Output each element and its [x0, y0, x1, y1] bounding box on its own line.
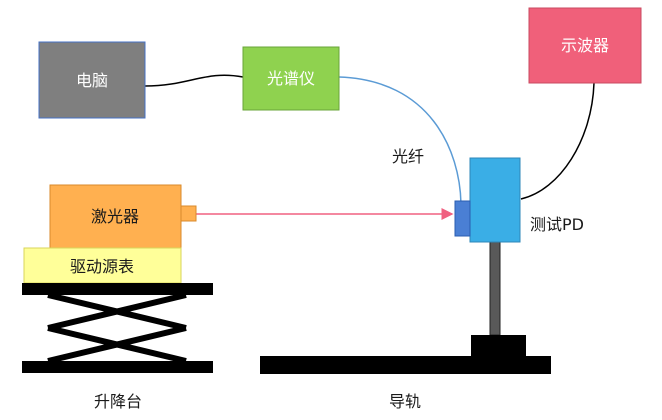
- driver-source-label: 驱动源表: [70, 257, 134, 276]
- oscilloscope-box: [528, 7, 642, 84]
- fiber-line: [338, 76, 462, 205]
- test-pd-label: 测试PD: [530, 215, 584, 234]
- spectrometer-box: [242, 46, 340, 111]
- pd-stand-post: [489, 241, 501, 336]
- laser-label: 激光器: [91, 207, 139, 226]
- pd-stand-base: [471, 335, 526, 356]
- fiber-label: 光纤: [392, 147, 424, 166]
- test-pd-body: [469, 157, 521, 243]
- driver-source-box: [23, 247, 182, 284]
- spectrometer-label: 光谱仪: [267, 69, 315, 88]
- rail-label: 导轨: [389, 392, 421, 411]
- lift-scissor-arms: [47, 292, 187, 364]
- oscilloscope-pd-cable: [520, 82, 595, 200]
- computer-spectrometer-cable: [144, 74, 244, 87]
- computer-box: [38, 41, 146, 119]
- lift-top-plate: [22, 283, 213, 295]
- rail: [260, 356, 551, 374]
- oscilloscope-label: 示波器: [561, 36, 609, 55]
- lift-bottom-plate: [22, 361, 213, 373]
- lift-platform: [22, 283, 213, 373]
- laser-emitter: [180, 205, 197, 222]
- computer-label: 电脑: [76, 71, 108, 90]
- lift-platform-label: 升降台: [94, 392, 142, 411]
- test-pd-window: [454, 200, 471, 237]
